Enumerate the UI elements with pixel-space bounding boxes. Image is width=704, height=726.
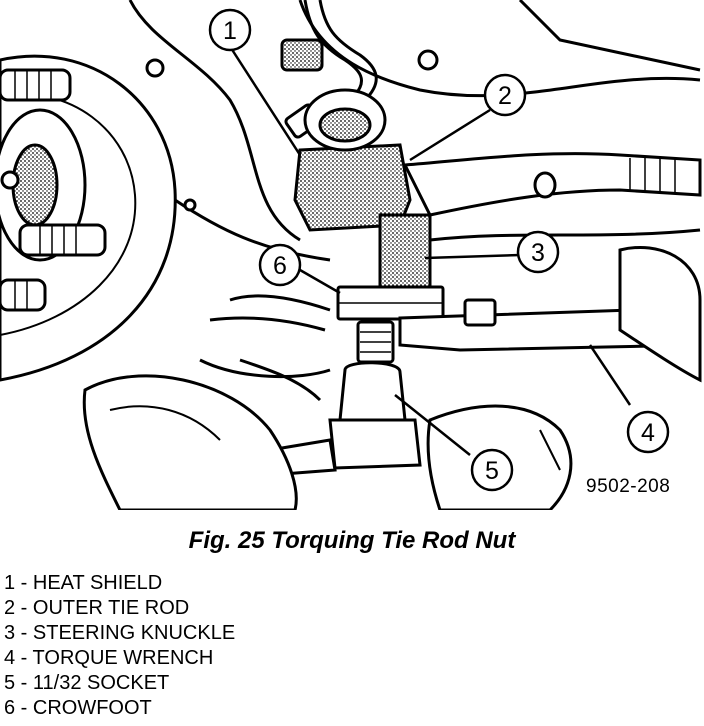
legend-item: 1 - HEAT SHIELD	[4, 572, 163, 594]
callout-3: 3	[516, 230, 560, 274]
legend-item: 5 - 11/32 SOCKET	[4, 672, 170, 694]
callout-1-number: 1	[223, 17, 237, 45]
callout-4-number: 4	[641, 419, 655, 447]
outer-tie-rod	[378, 152, 702, 292]
callout-6: 6	[258, 243, 302, 287]
figure-number: 9502-208	[586, 476, 671, 497]
callout-5: 5	[470, 448, 514, 492]
legend-item: 6 - CROWFOOT	[4, 697, 152, 719]
lug-studs	[0, 68, 107, 312]
figure-caption: Fig. 25 Torquing Tie Rod Nut	[188, 527, 516, 554]
callout-2-number: 2	[498, 82, 512, 110]
callout-2: 2	[483, 73, 527, 117]
callout-1: 1	[208, 8, 252, 52]
socket	[268, 320, 422, 477]
callout-6-number: 6	[273, 252, 287, 280]
callout-3-number: 3	[531, 239, 545, 267]
legend-item: 3 - STEERING KNUCKLE	[4, 622, 236, 644]
legend: 1 - HEAT SHIELD 2 - OUTER TIE ROD 3 - ST…	[4, 571, 235, 721]
callout-4: 4	[626, 410, 670, 454]
leader-lines	[229, 47, 632, 456]
knuckle-body	[128, 0, 701, 379]
heat-shield	[293, 88, 412, 232]
crowfoot	[336, 285, 445, 321]
legend-item: 4 - TORQUE WRENCH	[4, 647, 214, 669]
legend-item: 2 - OUTER TIE ROD	[4, 597, 190, 619]
tie-rod-illustration: 1 2 3 4 5 6	[0, 0, 702, 510]
hub-rotor	[0, 54, 177, 382]
hands	[82, 245, 702, 510]
brake-line	[280, 0, 439, 139]
callout-5-number: 5	[485, 457, 499, 485]
